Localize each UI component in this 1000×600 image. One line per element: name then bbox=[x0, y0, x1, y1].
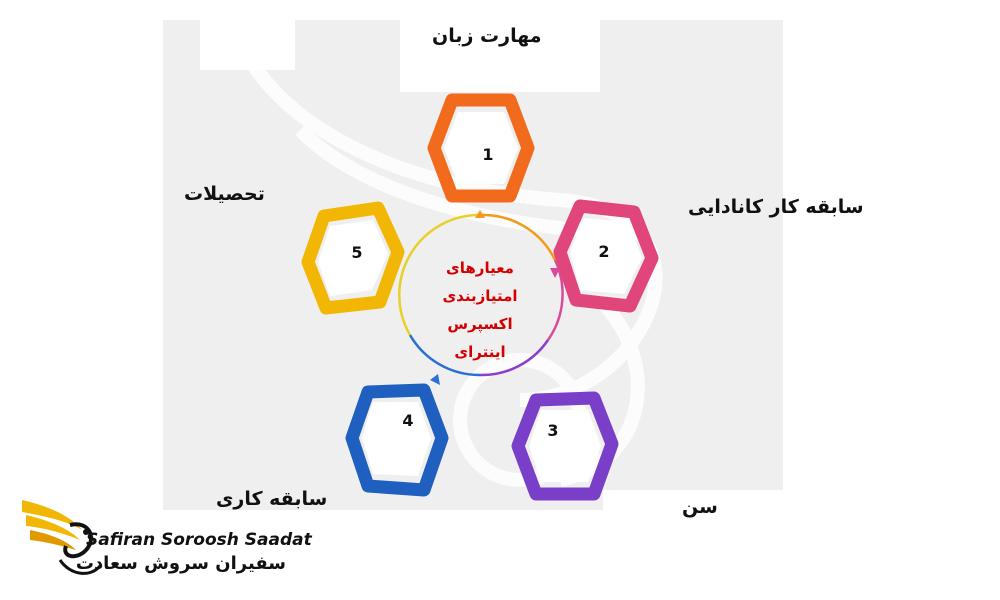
node-3-number: 3 bbox=[547, 421, 558, 440]
node-2-label: سابقه کار کانادایی bbox=[688, 196, 864, 218]
node-3-hexagon bbox=[511, 391, 619, 501]
center-title-line-4: اینترای bbox=[454, 343, 506, 361]
node-2-hexagon bbox=[553, 199, 659, 313]
node-4-hexagon bbox=[345, 383, 449, 497]
node-4-number: 4 bbox=[402, 411, 413, 430]
node-5-hexagon bbox=[301, 201, 405, 315]
center-title: معیارهای امتیازبندی اکسپرس اینترای bbox=[420, 254, 540, 366]
node-3-label: سن bbox=[682, 496, 718, 518]
center-title-line-3: اکسپرس bbox=[447, 315, 513, 333]
node-1-label: مهارت زبان bbox=[432, 25, 542, 47]
node-1-number: 1 bbox=[482, 145, 493, 164]
node-1-hexagon bbox=[427, 93, 535, 203]
node-5-number: 5 bbox=[351, 243, 362, 262]
node-4-label: سابقه کاری bbox=[216, 488, 328, 510]
node-5-label: تحصیلات bbox=[184, 183, 265, 205]
center-title-line-2: امتیازبندی bbox=[442, 287, 518, 305]
logo-latin-text: Safiran Soroosh Saadat bbox=[86, 530, 312, 550]
center-title-line-1: معیارهای bbox=[446, 259, 514, 277]
title-block bbox=[400, 0, 600, 92]
phoenix-logo-icon bbox=[22, 500, 102, 575]
center-ring bbox=[398, 210, 564, 385]
logo-persian-text: سفیران سروش سعادت bbox=[75, 553, 286, 574]
node-2-number: 2 bbox=[598, 242, 609, 261]
corner-block bbox=[200, 0, 295, 70]
